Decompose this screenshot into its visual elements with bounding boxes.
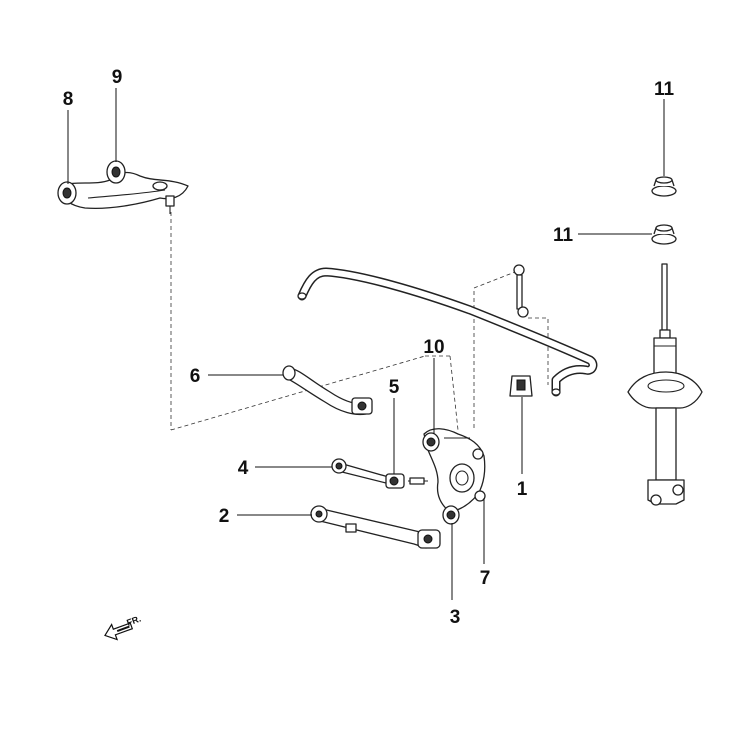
- upper-control-arm: [57, 160, 189, 214]
- callout-10: 10: [423, 337, 444, 358]
- stabilizer-bar: [297, 267, 598, 397]
- callout-4: 4: [238, 458, 249, 479]
- trailing-arm: [282, 365, 373, 416]
- callout-11-lower: 11: [553, 225, 574, 246]
- shock-absorber: [627, 263, 703, 506]
- callout-11-upper: 11: [654, 79, 675, 100]
- reference-dashed-lines: [170, 212, 549, 431]
- callout-numbers: 1 2 3 4 5 6 7 8 9 10 11 11: [63, 67, 675, 628]
- shock-mount-rubbers: [651, 176, 677, 245]
- stabilizer-link: [513, 264, 529, 318]
- leader-lines: [67, 88, 665, 600]
- lower-arm: [310, 505, 441, 549]
- callout-8: 8: [63, 89, 74, 110]
- callout-3: 3: [450, 607, 461, 628]
- callout-9: 9: [112, 67, 123, 88]
- stabilizer-bushing: [509, 375, 533, 397]
- toe-control-arm: [331, 458, 428, 489]
- callout-2: 2: [219, 506, 230, 527]
- arrow-left-icon: [104, 622, 134, 641]
- callout-5: 5: [389, 377, 400, 398]
- front-direction-indicator: FR.: [104, 614, 142, 641]
- callout-1: 1: [517, 479, 528, 500]
- callout-7: 7: [480, 568, 491, 589]
- callout-6: 6: [190, 366, 201, 387]
- rear-knuckle: [422, 428, 486, 525]
- front-label: FR.: [125, 614, 142, 628]
